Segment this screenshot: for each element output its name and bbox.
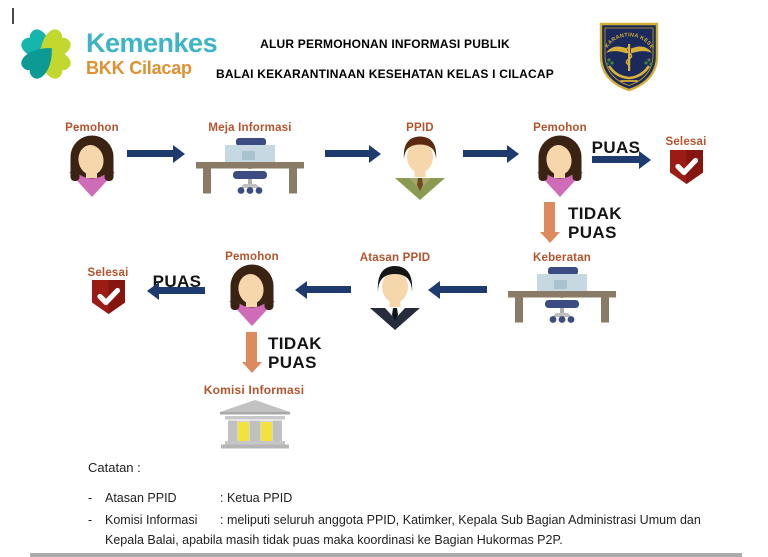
arrow-tidak-puas-down-1 xyxy=(544,202,555,232)
pemohon-woman-icon xyxy=(229,264,275,326)
notes-heading: Catatan : xyxy=(88,460,141,475)
pemohon-woman-icon xyxy=(537,135,583,197)
note-dash: - xyxy=(88,491,93,505)
note-item-komisi-informasi: -Komisi Informasi: meliputi seluruh angg… xyxy=(88,510,739,551)
node-label-pemohon-1: Pemohon xyxy=(65,122,119,134)
tidak-line: TIDAK xyxy=(268,334,322,353)
ppid-man-icon xyxy=(395,136,445,200)
kemenkes-flower-icon xyxy=(18,26,74,82)
node-label-komisi-informasi: Komisi Informasi xyxy=(203,383,305,397)
note-dash: - xyxy=(88,512,93,527)
node-label-pemohon-2: Pemohon xyxy=(533,122,587,134)
selesai-check-shield-icon xyxy=(92,280,125,314)
next-page-edge xyxy=(30,553,742,557)
brand-name: Kemenkes xyxy=(86,28,218,58)
tidak-puas-text-2: TIDAK PUAS xyxy=(268,334,322,372)
brand-unit: BKK Cilacap xyxy=(86,58,192,78)
pemohon-woman-icon xyxy=(69,135,115,197)
node-label-meja-informasi: Meja Informasi xyxy=(208,122,292,134)
arrow-atasan-to-pemohon xyxy=(307,286,351,293)
information-desk-icon xyxy=(196,138,304,194)
arrow-tidak-puas-down-2 xyxy=(246,332,257,362)
atasan-ppid-man-icon xyxy=(370,266,420,330)
quarantine-shield-icon: KARANTINA KESEHATAN xyxy=(591,12,659,92)
selesai-check-shield-icon xyxy=(670,150,703,184)
keberatan-desk-icon xyxy=(508,267,616,323)
node-label-keberatan: Keberatan xyxy=(532,252,592,264)
node-label-selesai-1: Selesai xyxy=(665,136,707,148)
puas-line: PUAS xyxy=(568,223,617,242)
arrow-puas-to-selesai-2 xyxy=(159,287,205,294)
page-title: ALUR PERMOHONAN INFORMASI PUBLIK BALAI K… xyxy=(170,37,600,81)
note-desc: : Ketua PPID xyxy=(220,491,293,505)
tidak-puas-text-1: TIDAK PUAS xyxy=(568,204,622,242)
notes-list: -Atasan PPID : Ketua PPID -Komisi Informa… xyxy=(88,488,739,552)
node-label-ppid: PPID xyxy=(406,122,434,134)
note-desc: : meliputi seluruh anggota PPID, Katimke… xyxy=(105,512,701,548)
tidak-line: TIDAK xyxy=(568,204,622,223)
puas-line: PUAS xyxy=(268,353,317,372)
arrow-pemohon-to-meja xyxy=(127,150,173,157)
title-line-2: BALAI KEKARANTINAAN KESEHATAN KELAS I CI… xyxy=(216,67,554,81)
node-label-pemohon-3: Pemohon xyxy=(225,251,279,263)
note-term: Atasan PPID xyxy=(105,491,177,505)
note-item-atasan-ppid: -Atasan PPID : Ketua PPID xyxy=(88,488,739,509)
note-term: Komisi Informasi xyxy=(105,512,198,527)
quarantine-emblem: KARANTINA KESEHATAN xyxy=(591,12,665,99)
komisi-building-icon xyxy=(220,400,290,449)
title-line-1: ALUR PERMOHONAN INFORMASI PUBLIK xyxy=(260,37,510,51)
kemenkes-logo: Kemenkes BKK Cilacap xyxy=(10,18,218,90)
text-cursor-artifact xyxy=(12,8,14,24)
arrow-keberatan-to-atasan xyxy=(440,286,487,293)
puas-label-1: PUAS xyxy=(591,138,641,157)
arrow-puas-to-selesai-1 xyxy=(592,156,639,163)
arrow-ppid-to-pemohon xyxy=(463,150,507,157)
arrow-meja-to-ppid xyxy=(325,150,369,157)
node-label-atasan-ppid: Atasan PPID xyxy=(359,252,431,264)
node-label-selesai-2: Selesai xyxy=(87,267,129,279)
